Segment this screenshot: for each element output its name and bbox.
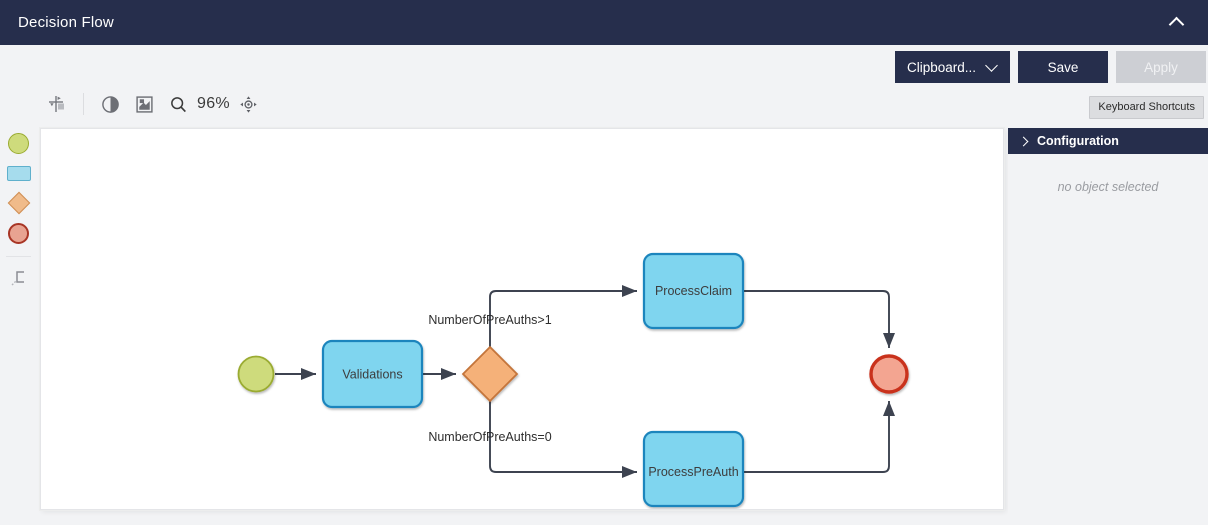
pan-tool-icon[interactable] [232,89,266,119]
node-processclaim[interactable]: ProcessClaim [642,252,745,330]
palette-item-connector[interactable] [0,263,37,293]
edge-processpreauth-to-end[interactable] [743,401,896,473]
keyboard-shortcuts-button[interactable]: Keyboard Shortcuts [1089,96,1204,119]
edge-gateway-to-processclaim[interactable] [489,284,637,347]
node-label-processpreauth: ProcessPreAuth [648,465,738,479]
gateway-icon [7,191,30,215]
palette-item-gateway[interactable] [0,188,37,218]
start-event-icon [8,132,29,154]
node-gateway[interactable] [461,345,519,403]
node-start-event[interactable] [237,355,275,393]
zoom-level[interactable]: 96% [197,95,230,112]
contrast-icon[interactable] [93,89,127,119]
clipboard-dropdown-button[interactable]: Clipboard... [895,51,1010,83]
palette-item-start-event[interactable] [0,128,37,158]
end-event-icon [8,222,29,244]
flow-diagram: NumberOfPreAuths>1 NumberOfPreAuths=0 Va… [237,252,909,508]
palette-divider [6,256,31,257]
configuration-empty-message: no object selected [1057,180,1159,194]
chevron-down-icon [985,58,998,72]
diagram-canvas[interactable]: NumberOfPreAuths>1 NumberOfPreAuths=0 Va… [40,128,1004,510]
edge-processclaim-to-end[interactable] [743,290,896,348]
edge-label-upper: NumberOfPreAuths>1 [428,313,551,327]
node-validations[interactable]: Validations [321,339,424,409]
node-label-validations: Validations [342,368,402,382]
palette-item-task[interactable] [0,158,37,188]
node-label-processclaim: ProcessClaim [655,284,732,298]
toolbar-divider [83,93,84,115]
node-end-event[interactable] [869,354,909,394]
collapse-panel-button[interactable] [1158,0,1194,45]
zoom-icon[interactable] [161,89,195,119]
node-processpreauth[interactable]: ProcessPreAuth [642,430,745,508]
configuration-panel-header[interactable]: Configuration [1008,128,1208,154]
fit-to-screen-icon[interactable] [127,89,161,119]
action-button-bar: Clipboard... Save Apply [895,51,1208,83]
task-icon [6,165,31,181]
clipboard-label: Clipboard... [907,59,977,75]
save-button[interactable]: Save [1018,51,1108,83]
edge-gateway-to-processpreauth[interactable] [489,401,637,479]
configuration-panel: Configuration no object selected [1008,128,1208,525]
canvas-toolbar: 96% [40,88,266,120]
chevron-right-icon [1018,136,1029,146]
palette-item-end-event[interactable] [0,218,37,248]
shape-palette [0,128,37,293]
chevron-up-icon [1168,16,1184,33]
align-distribute-icon[interactable] [40,89,74,119]
edge-label-lower: NumberOfPreAuths=0 [428,430,551,444]
title-bar: Decision Flow [0,0,1208,45]
page-title: Decision Flow [18,14,114,31]
connector-icon [11,271,24,286]
apply-button: Apply [1116,51,1206,83]
configuration-title: Configuration [1037,134,1119,148]
